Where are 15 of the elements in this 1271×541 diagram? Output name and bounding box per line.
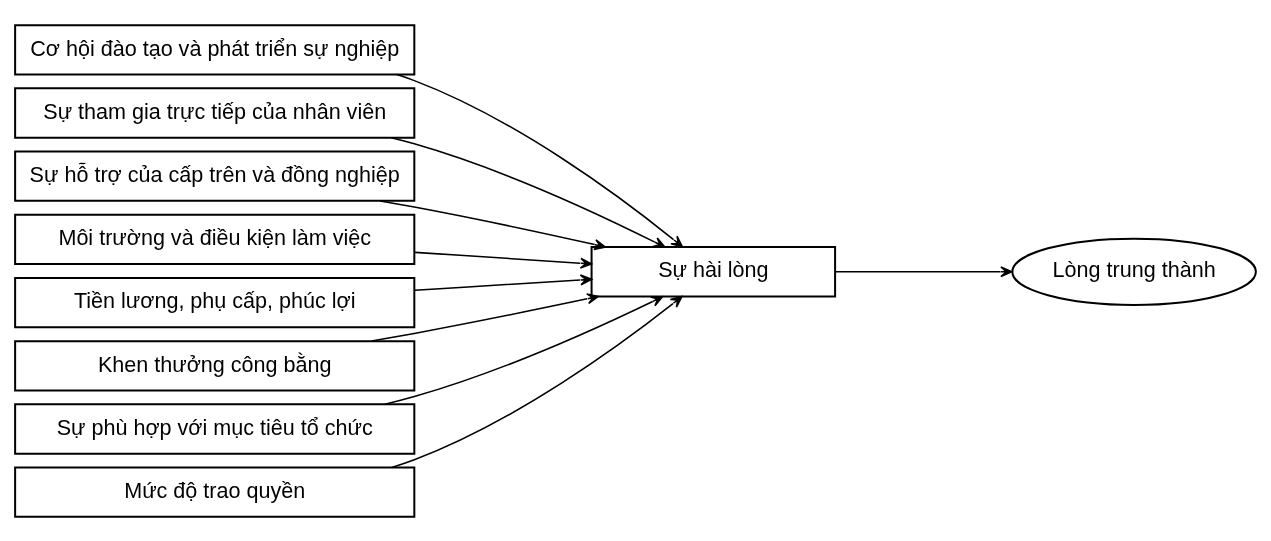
node-box: Sự tham gia trực tiếp của nhân viên — [14, 86, 416, 139]
node-box: Sự phù hợp với mục tiêu tổ chức — [14, 402, 416, 455]
node-ellipse: Lòng trung thành — [1011, 237, 1257, 306]
arrow — [414, 273, 593, 291]
node-box: Khen thưởng công bằng — [14, 339, 416, 391]
node-box: Sự hài lòng — [590, 245, 837, 297]
node-box: Mức độ trao quyền — [14, 466, 416, 518]
arrow — [414, 251, 593, 269]
arrow — [834, 265, 1013, 277]
node-box: Sự hỗ trợ của cấp trên và đồng nghiệp — [14, 150, 416, 202]
arrow — [390, 136, 666, 248]
node-box: Môi trường và điều kiện làm việc — [14, 213, 416, 265]
node-box: Cơ hội đào tạo và phát triển sự nghiệp — [14, 23, 416, 75]
node-box: Tiền lương, phụ cấp, phúc lợi — [14, 276, 416, 328]
arrow — [396, 73, 684, 248]
